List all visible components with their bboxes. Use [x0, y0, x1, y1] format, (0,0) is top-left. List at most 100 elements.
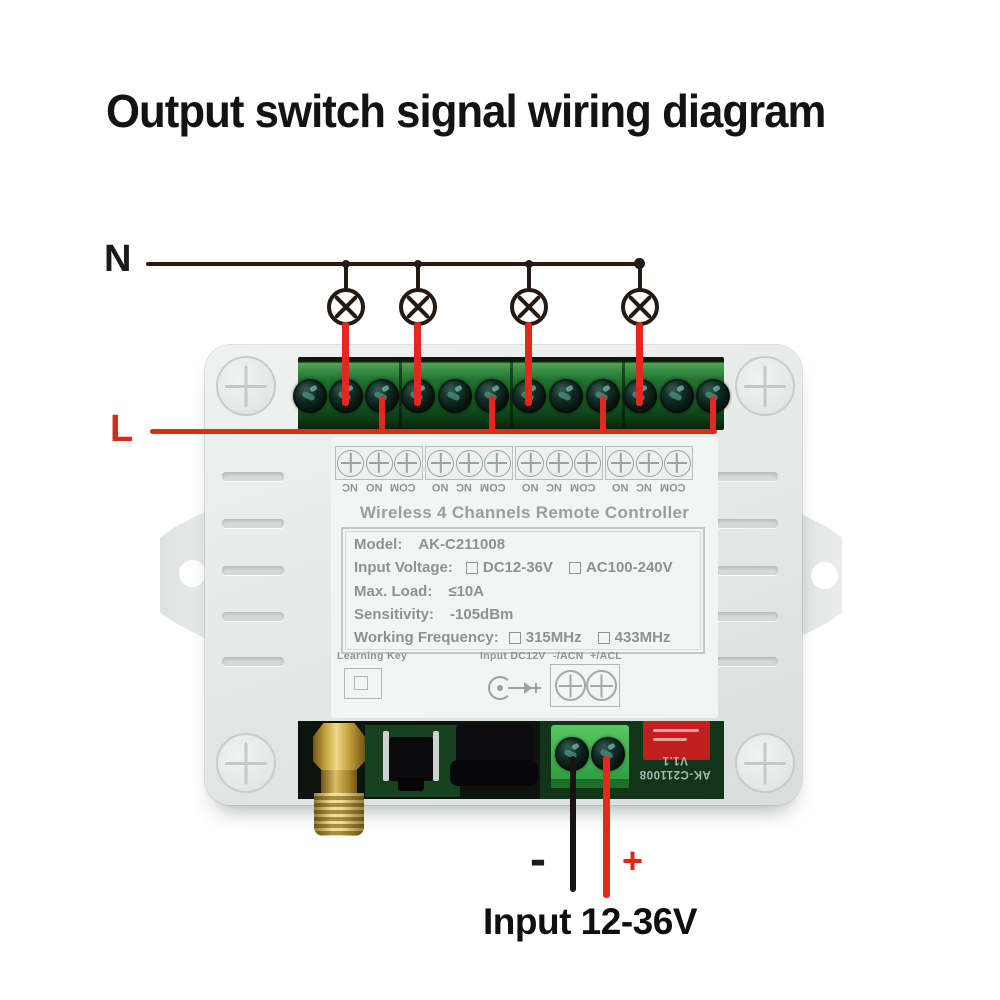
screw-icon [517, 449, 545, 477]
terminal-print-group [605, 446, 693, 480]
corner-screw-icon [216, 733, 276, 793]
negative-wire [570, 756, 576, 892]
neutral-branch [527, 262, 531, 290]
dc-jack-icon [508, 687, 526, 689]
ear-hole [179, 560, 206, 587]
spec-row-voltage: Input Voltage: DC12-36V AC100-240V [354, 559, 695, 576]
terminal-label: NC [636, 481, 653, 493]
wire-junction [634, 258, 645, 269]
neutral-branch [638, 262, 642, 290]
learning-key-button [344, 668, 382, 699]
power-terminal-flange [551, 779, 629, 788]
screw-icon [455, 449, 483, 477]
spec-option: 315MHz [525, 629, 582, 646]
antenna-connector-nut [313, 723, 365, 772]
spec-row-model: Model: AK-C211008 [354, 536, 695, 553]
terminal-labels: NO NC COM [425, 481, 513, 493]
ear-hole [811, 562, 838, 589]
spec-option: AC100-240V [585, 559, 673, 577]
terminal-label: NC [342, 481, 359, 493]
case-groove [716, 566, 778, 575]
arrow-icon [524, 682, 532, 694]
lamp-icon [510, 288, 548, 326]
case-groove [222, 472, 284, 481]
lamp-icon [327, 288, 365, 326]
corner-screw-icon [216, 356, 276, 416]
dc-jack-icon [488, 676, 512, 700]
screw-icon [365, 449, 393, 477]
case-groove [716, 472, 778, 481]
lamp-icon [621, 288, 659, 326]
screw-icon [663, 449, 691, 477]
lamp-wire [636, 322, 643, 406]
screw-icon [586, 670, 617, 701]
label-panel [331, 437, 718, 718]
relay-component [643, 721, 710, 760]
plus-icon [535, 683, 537, 693]
screw-icon [607, 449, 635, 477]
dc-input-label: Input DC12V [480, 650, 546, 662]
metal-clip [383, 731, 389, 781]
terminal-hole [293, 379, 327, 413]
terminal-print-group [515, 446, 603, 480]
page-title: Output switch signal wiring diagram [106, 85, 826, 137]
neutral-branch [416, 262, 420, 290]
screw-icon [545, 449, 573, 477]
checkbox-icon [508, 631, 521, 644]
screw-icon [393, 449, 421, 477]
case-groove [222, 519, 284, 528]
input-voltage-label: Input 12-36V [483, 901, 698, 942]
terminal-label: COM [659, 481, 686, 493]
antenna-connector-thread [314, 793, 364, 836]
wire-junction [525, 260, 533, 268]
acl-label: +/ACL [590, 650, 623, 662]
checkbox-icon [465, 561, 478, 574]
spec-value: ≤10A [448, 582, 485, 600]
pcb-marking: AK-C211008 V1.1 [628, 752, 722, 781]
terminal-labels: NO NC COM [515, 481, 603, 493]
corner-screw-icon [735, 733, 795, 793]
learning-key-icon [354, 676, 368, 690]
terminal-label: COM [479, 481, 506, 493]
live-label: L [110, 408, 134, 450]
pcb-model-text: AK-C211008 [639, 767, 711, 780]
spec-option: 433MHz [614, 629, 671, 646]
terminal-label: COM [389, 481, 416, 493]
case-groove [222, 566, 284, 575]
terminal-label: NC [546, 481, 563, 493]
lamp-wire [525, 322, 532, 406]
push-button-component [383, 727, 439, 791]
live-branch [379, 396, 385, 434]
board-title: Wireless 4 Channels Remote Controller [359, 503, 690, 522]
capacitor-base [450, 760, 538, 786]
button-body [389, 737, 433, 781]
spec-row-sensitivity: Sensitivity: -105dBm [354, 606, 695, 623]
dc-jack-icon [497, 685, 503, 691]
antenna-connector-neck [321, 770, 357, 795]
terminal-hole [549, 379, 583, 413]
terminal-label: NO [612, 481, 629, 493]
live-wire [150, 429, 717, 434]
neutral-label: N [104, 238, 132, 280]
wire-junction [414, 260, 422, 268]
live-branch [710, 396, 716, 434]
checkbox-icon [568, 561, 581, 574]
spec-value: -105dBm [450, 605, 514, 623]
case-groove [222, 612, 284, 621]
spec-label: Sensitivity: [354, 605, 435, 623]
screw-icon [337, 449, 365, 477]
spec-row-load: Max. Load: ≤10A [354, 583, 695, 600]
screw-icon [483, 449, 511, 477]
screw-icon [573, 449, 601, 477]
case-groove [222, 657, 284, 666]
spec-label: Model: [354, 536, 403, 553]
live-branch [600, 396, 606, 434]
positive-wire [603, 756, 610, 898]
minus-label: - [530, 833, 546, 886]
terminal-print-group [335, 446, 423, 480]
metal-clip [433, 731, 439, 781]
button-nub [398, 777, 424, 791]
screw-icon [635, 449, 663, 477]
spec-label: Working Frequency: [354, 629, 499, 646]
